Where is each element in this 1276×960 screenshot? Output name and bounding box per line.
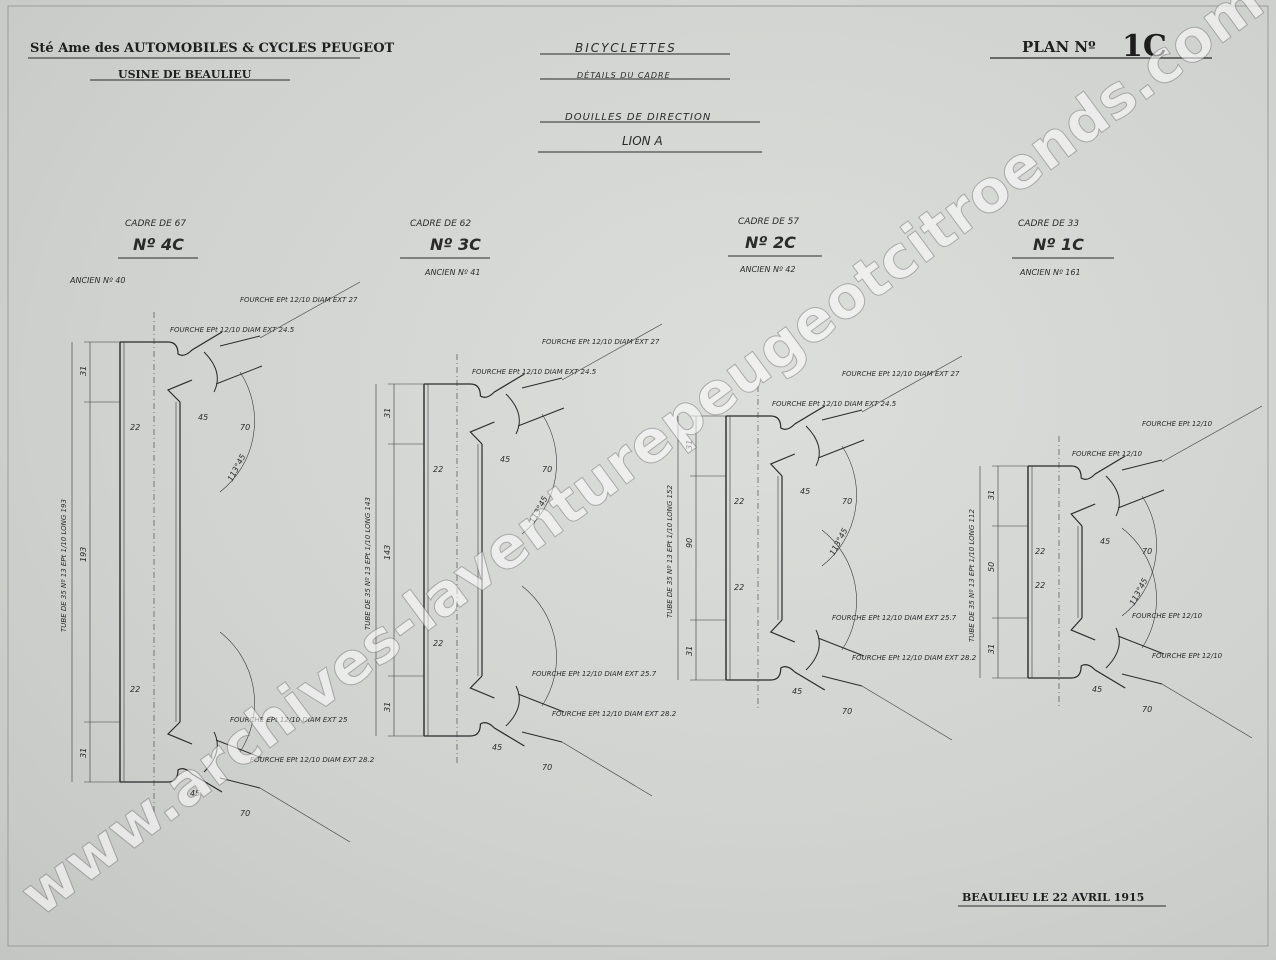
fork-label: FOURCHE EPt 12/10	[1152, 652, 1223, 660]
fork-label: FOURCHE EPt 12/10 DIAM EXT 28.2	[250, 756, 375, 764]
svg-text:Nº 4C: Nº 4C	[133, 235, 184, 254]
dimension-b: 70	[1142, 547, 1152, 556]
dimension-top: 31	[79, 366, 88, 376]
fork-label: FOURCHE EPt 12/10	[1132, 612, 1203, 620]
dimension-length: 50	[987, 562, 996, 572]
fork-label: FOURCHE EPt 12/10 DIAM EXT 24.5	[170, 326, 295, 334]
dimension-a: 45	[500, 455, 510, 464]
frame-heading-4c: CADRE DE 67 Nº 4C ANCIEN Nº 40	[69, 219, 198, 285]
fork-label: FOURCHE EPt 12/10 DIAM EXT 27	[240, 296, 358, 304]
dimension-top: 31	[383, 408, 392, 418]
svg-text:Nº 1C: Nº 1C	[1033, 235, 1084, 254]
dimension-length: 193	[79, 547, 88, 562]
tube-spec: TUBE DE 35 Nº 13 EPt 1/10 LONG 112	[968, 509, 976, 642]
frame-heading-1c: CADRE DE 33 Nº 1C ANCIEN Nº 161	[1012, 219, 1114, 277]
svg-text:CADRE DE 33: CADRE DE 33	[1018, 219, 1079, 229]
dimension-b: 70	[542, 763, 552, 772]
tube-spec: TUBE DE 35 Nº 13 EPt 1/10 LONG 193	[60, 499, 68, 632]
subject-detail: DÉTAILS DU CADRE	[577, 69, 671, 80]
fork-label: FOURCHE EPt 12/10 DIAM EXT 28.2	[552, 710, 677, 718]
dimension-inner: 22	[130, 423, 140, 432]
dimension-a: 45	[492, 743, 502, 752]
tube-spec: TUBE DE 35 Nº 13 EPt 1/10 LONG 152	[666, 485, 674, 618]
dimension-top: 31	[987, 490, 996, 500]
angle-label: 113°45	[828, 527, 850, 557]
svg-text:ANCIEN Nº 41: ANCIEN Nº 41	[424, 268, 480, 277]
dimension-b: 70	[842, 707, 852, 716]
frame-heading-3c: CADRE DE 62 Nº 3C ANCIEN Nº 41	[400, 219, 490, 277]
dimension-inner: 22	[734, 497, 744, 506]
head-lug-drawing-n1c: 31 31 50 TUBE DE 35 Nº 13 EPt 1/10 LONG 112…	[968, 405, 1263, 739]
svg-text:ANCIEN Nº 42: ANCIEN Nº 42	[739, 265, 795, 274]
dimension-b: 70	[542, 465, 552, 474]
place-date: BEAULIEU LE 22 AVRIL 1915	[962, 891, 1144, 904]
fork-label: FOURCHE EPt 12/10 DIAM EXT 24.5	[472, 368, 597, 376]
fork-label: FOURCHE EPt 12/10 DIAM EXT 25	[230, 716, 348, 724]
angle-label: 113°45	[226, 453, 248, 483]
dimension-inner: 22	[1035, 581, 1045, 590]
dimension-a: 45	[198, 413, 208, 422]
model-name: LION A	[622, 134, 663, 148]
svg-text:ANCIEN Nº 161: ANCIEN Nº 161	[1019, 268, 1081, 277]
svg-text:CADRE DE 57: CADRE DE 57	[738, 217, 799, 227]
fork-label: FOURCHE EPt 12/10 DIAM EXT 27	[842, 370, 960, 378]
sheet-border	[7, 5, 1269, 947]
dimension-bottom: 31	[987, 644, 996, 654]
svg-text:CADRE DE 62: CADRE DE 62	[410, 219, 471, 229]
dimension-bottom: 31	[685, 646, 694, 656]
fork-label: FOURCHE EPt 12/10 DIAM EXT 24.5	[772, 400, 897, 408]
dimension-bottom: 31	[79, 748, 88, 758]
fork-label: FOURCHE EPt 12/10	[1072, 450, 1143, 458]
dimension-inner: 22	[433, 639, 443, 648]
fork-label: FOURCHE EPt 12/10 DIAM EXT 25.7	[832, 614, 957, 622]
dimension-b: 70	[240, 809, 250, 818]
fork-label: FOURCHE EPt 12/10 DIAM EXT 28.2	[852, 654, 977, 662]
plan-label: PLAN Nº	[1022, 38, 1096, 56]
dimension-top: 31	[685, 440, 694, 450]
dimension-length: 90	[685, 538, 694, 548]
subject-title: BICYCLETTES	[575, 41, 677, 55]
svg-text:Nº 2C: Nº 2C	[745, 233, 796, 252]
dimension-inner: 22	[734, 583, 744, 592]
dimension-a: 45	[1100, 537, 1110, 546]
dimension-b: 70	[1142, 705, 1152, 714]
svg-text:Nº 3C: Nº 3C	[430, 235, 481, 254]
fork-label: FOURCHE EPt 12/10 DIAM EXT 25.7	[532, 670, 657, 678]
dimension-b: 70	[240, 423, 250, 432]
tube-spec: TUBE DE 35 Nº 13 EPt 1/10 LONG 143	[364, 497, 372, 630]
svg-text:ANCIEN Nº 40: ANCIEN Nº 40	[69, 276, 125, 285]
factory-name: USINE DE BEAULIEU	[118, 68, 252, 81]
svg-text:CADRE DE 67: CADRE DE 67	[125, 219, 186, 229]
dimension-bottom: 31	[383, 702, 392, 712]
company-name: Sté Ame des AUTOMOBILES & CYCLES PEUGEOT	[30, 41, 395, 56]
dimension-inner: 22	[130, 685, 140, 694]
part-name: DOUILLES DE DIRECTION	[565, 112, 711, 123]
fork-label: FOURCHE EPt 12/10	[1142, 420, 1213, 428]
dimension-inner: 22	[433, 465, 443, 474]
head-lug-drawing-n3c: 31 31 143 TUBE DE 35 Nº 13 EPt 1/10 LONG 14…	[364, 323, 677, 797]
dimension-a: 45	[792, 687, 802, 696]
dimension-a: 45	[1092, 685, 1102, 694]
dimension-length: 143	[383, 545, 392, 560]
angle-label: 113°45	[1128, 577, 1150, 607]
fork-label: FOURCHE EPt 12/10 DIAM EXT 27	[542, 338, 660, 346]
dimension-b: 70	[842, 497, 852, 506]
dimension-inner: 22	[1035, 547, 1045, 556]
dimension-a: 45	[190, 789, 200, 798]
frame-heading-2c: CADRE DE 57 Nº 2C ANCIEN Nº 42	[728, 217, 822, 274]
dimension-a: 45	[800, 487, 810, 496]
